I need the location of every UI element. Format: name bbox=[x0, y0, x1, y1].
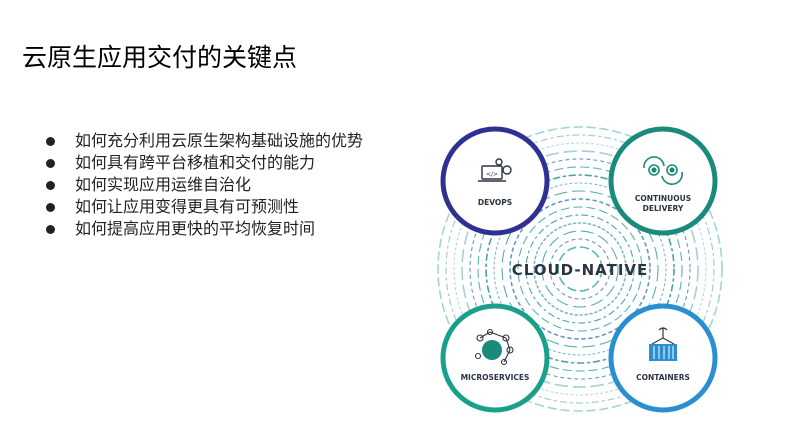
bullet-list: 如何充分利用云原生架构基础设施的优势 如何具有跨平台移植和交付的能力 如何实现应… bbox=[46, 130, 363, 240]
microservices-network-icon bbox=[474, 328, 514, 366]
bullet-dot-icon bbox=[46, 158, 55, 168]
bullet-item: 如何提高应用更快的平均恢复时间 bbox=[46, 218, 363, 240]
node-containers: CONTAINERS bbox=[608, 303, 718, 413]
node-continuous-delivery: CONTINUOUS DELIVERY bbox=[608, 126, 718, 236]
node-label-line2: DELIVERY bbox=[643, 204, 684, 213]
dashed-ring bbox=[525, 214, 635, 324]
slide-title: 云原生应用交付的关键点 bbox=[22, 43, 298, 72]
devops-laptop-icon: </> bbox=[478, 158, 512, 182]
bullet-item: 如何实现应用运维自治化 bbox=[46, 174, 363, 196]
dashed-ring bbox=[461, 150, 699, 388]
gears-cycle-icon bbox=[643, 156, 683, 185]
node-label: CONTINUOUS bbox=[635, 194, 691, 203]
dashed-ring bbox=[549, 238, 611, 300]
center-label: CLOUD-NATIVE bbox=[512, 261, 649, 279]
bullet-dot-icon bbox=[46, 202, 55, 212]
concentric-rings bbox=[437, 126, 723, 412]
dashed-ring bbox=[541, 230, 619, 308]
bullet-dot-icon bbox=[46, 180, 55, 190]
node-microservices: MICROSERVICES bbox=[440, 303, 550, 413]
bullet-item: 如何充分利用云原生架构基础设施的优势 bbox=[46, 130, 363, 152]
bullet-item: 如何具有跨平台移植和交付的能力 bbox=[46, 152, 363, 174]
dashed-ring bbox=[445, 134, 715, 404]
node-label: MICROSERVICES bbox=[461, 373, 530, 382]
dashed-ring bbox=[437, 126, 723, 412]
node-label: DEVOPS bbox=[478, 198, 512, 207]
svg-text:</>: </> bbox=[486, 171, 498, 178]
dashed-ring bbox=[477, 166, 683, 372]
bullet-dot-icon bbox=[46, 136, 55, 146]
dashed-ring bbox=[533, 222, 627, 316]
bullet-dot-icon bbox=[46, 224, 55, 234]
bullet-item: 如何让应用变得更具有可预测性 bbox=[46, 196, 363, 218]
dashed-ring bbox=[485, 174, 675, 364]
container-crane-icon bbox=[649, 327, 677, 361]
dashed-ring bbox=[557, 246, 603, 292]
dashed-ring bbox=[453, 142, 707, 396]
dashed-ring bbox=[509, 198, 651, 340]
cloud-native-diagram: CLOUD-NATIVE </> DEVOPS bbox=[437, 126, 723, 413]
dashed-ring bbox=[517, 206, 643, 332]
dashed-ring bbox=[501, 190, 659, 348]
node-label: CONTAINERS bbox=[636, 373, 690, 382]
dashed-ring bbox=[469, 158, 691, 380]
node-devops: </> DEVOPS bbox=[440, 126, 550, 236]
dashed-ring bbox=[493, 182, 667, 356]
